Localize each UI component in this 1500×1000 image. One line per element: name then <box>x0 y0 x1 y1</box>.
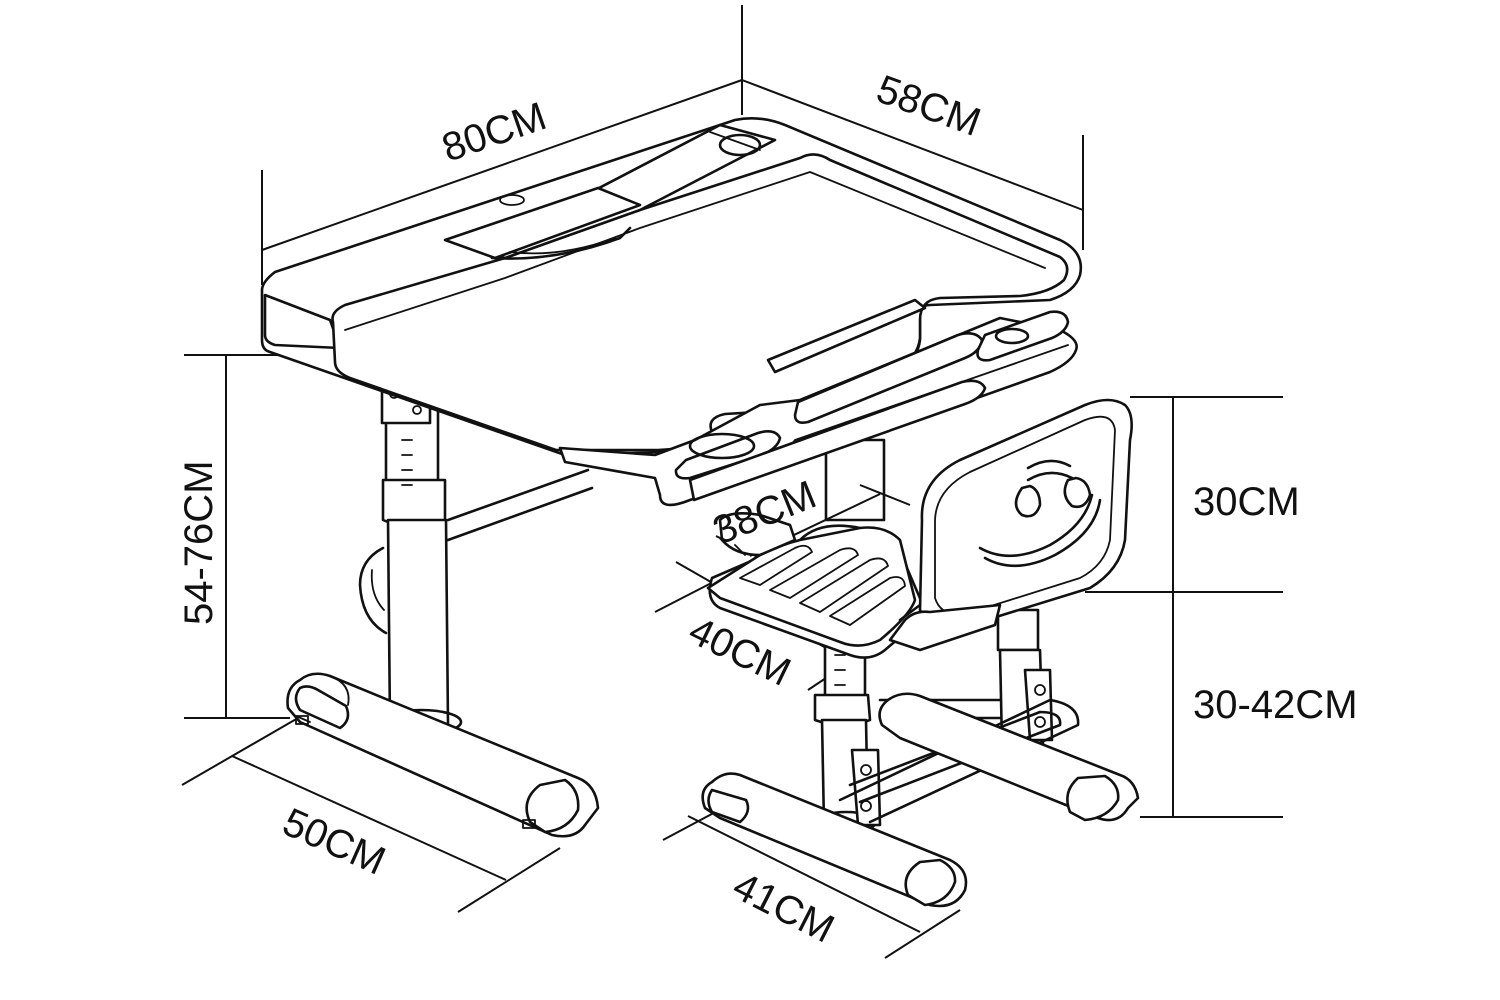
desk <box>260 117 1083 838</box>
chair-column <box>813 628 882 834</box>
desk-height-label: 54-76CM <box>177 460 221 625</box>
chair-rear-column <box>996 608 1054 750</box>
desk-right-leg <box>824 438 886 522</box>
chair-rear-foot <box>878 692 1140 822</box>
desk-width-label: 80CM <box>437 94 552 170</box>
desk-crossbar <box>446 468 594 542</box>
desk-depth-label: 58CM <box>871 67 986 145</box>
chair-backrest <box>888 398 1133 652</box>
chair-base-label: 41CM <box>726 864 841 952</box>
backrest-height-label: 30CM <box>1193 480 1300 524</box>
desk-foot <box>286 672 600 838</box>
smiley-face-decoration <box>978 459 1102 568</box>
chair-front-foot <box>701 772 968 908</box>
seat-height-label: 30-42CM <box>1193 683 1358 727</box>
desk-base-label: 50CM <box>276 800 391 884</box>
desk-left-leg <box>358 383 463 736</box>
desk-drawer-tray <box>558 310 1078 507</box>
chair <box>701 398 1140 908</box>
chair-seat <box>706 512 927 659</box>
